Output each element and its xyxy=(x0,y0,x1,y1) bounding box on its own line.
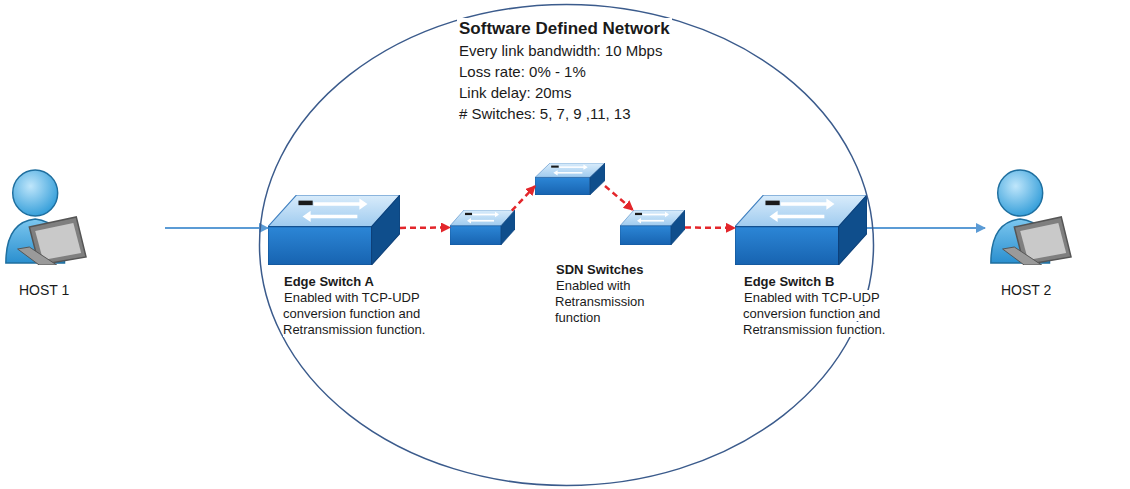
edge-switch-icon xyxy=(735,195,867,265)
label-row: Enabled with Retransmission function xyxy=(555,278,659,326)
info-row: # Switches: 5, 7, 9 ,11, 13 xyxy=(457,103,672,124)
sdn-link-arrow xyxy=(400,226,450,229)
info-row: Software Defined Network xyxy=(457,18,672,40)
host-icon xyxy=(6,170,86,265)
host-name: HOST 1 xyxy=(18,282,70,299)
host-link-arrow xyxy=(867,227,985,229)
sdn-link-arrow xyxy=(685,226,735,229)
region-property: Every link bandwidth: 10 Mbps xyxy=(457,40,664,61)
host-node: HOST 1 xyxy=(0,165,165,265)
switch-name: Edge Switch B xyxy=(743,274,835,290)
edge-switch: Edge Switch AEnabled with TCP-UDP conver… xyxy=(268,195,400,265)
network-info: Software Defined NetworkEvery link bandw… xyxy=(457,18,672,124)
sdn-switch-icon xyxy=(450,210,515,245)
host-node: HOST 2 xyxy=(985,165,1075,265)
host-link-arrow xyxy=(165,227,268,229)
switch-description: Enabled with TCP-UDP conversion function… xyxy=(283,290,426,337)
label-row: Enabled with TCP-UDP conversion function… xyxy=(283,290,461,338)
edge-switch-icon xyxy=(268,195,400,265)
switch-description: Enabled with TCP-UDP conversion function… xyxy=(743,290,886,337)
host-icon xyxy=(991,170,1071,265)
host-name: HOST 2 xyxy=(1000,282,1052,299)
switch-description: Enabled with Retransmission function xyxy=(555,278,645,325)
sdn-switch xyxy=(620,210,685,245)
region-ellipse xyxy=(260,5,874,486)
label-row: Edge Switch A xyxy=(283,274,461,290)
switch-label: SDN SwitchesEnabled with Retransmission … xyxy=(555,262,659,326)
info-row: Link delay: 20ms xyxy=(457,82,672,103)
sdn-switch xyxy=(450,210,515,245)
label-row: Edge Switch B xyxy=(743,274,921,290)
sdn-link-arrow xyxy=(512,186,535,211)
network-region: Software Defined NetworkEvery link bandw… xyxy=(258,3,875,487)
label-row: SDN Switches xyxy=(555,262,659,278)
info-row: Every link bandwidth: 10 Mbps xyxy=(457,40,672,61)
sdn-switch-icon xyxy=(620,210,685,245)
label-row: Enabled with TCP-UDP conversion function… xyxy=(743,290,921,338)
sdn-switch-icon xyxy=(535,163,605,195)
info-row: Loss rate: 0% - 1% xyxy=(457,61,672,82)
switch-name: Edge Switch A xyxy=(283,274,375,290)
edge-switch: Edge Switch BEnabled with TCP-UDP conver… xyxy=(735,195,867,265)
region-title: Software Defined Network xyxy=(457,18,672,40)
sdn-switch: SDN SwitchesEnabled with Retransmission … xyxy=(535,163,605,195)
region-property: Link delay: 20ms xyxy=(457,82,574,103)
switch-name: SDN Switches xyxy=(555,262,644,278)
switch-label: Edge Switch BEnabled with TCP-UDP conver… xyxy=(743,274,921,338)
switch-label: Edge Switch AEnabled with TCP-UDP conver… xyxy=(283,274,461,338)
region-property: Loss rate: 0% - 1% xyxy=(457,61,588,82)
sdn-link-arrow xyxy=(605,186,633,210)
region-property: # Switches: 5, 7, 9 ,11, 13 xyxy=(457,103,633,124)
